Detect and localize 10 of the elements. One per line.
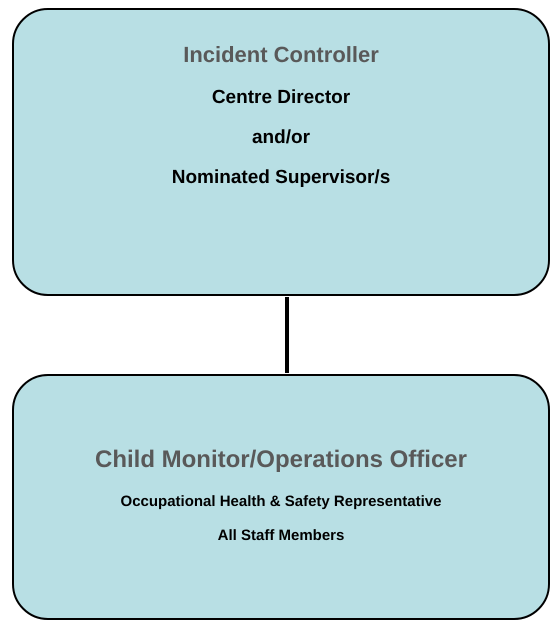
box-heading: Incident Controller xyxy=(183,41,379,69)
box-text: Occupational Health & Safety Representative xyxy=(120,492,442,512)
box-text: and/or xyxy=(252,126,310,150)
box-text: Nominated Supervisor/s xyxy=(172,166,390,190)
box-heading: Child Monitor/Operations Officer xyxy=(94,445,467,475)
box-text: Centre Director xyxy=(212,86,350,110)
rounded-box xyxy=(12,374,550,620)
connector-line xyxy=(285,297,289,373)
rounded-box xyxy=(12,8,550,296)
box-text: All Staff Members xyxy=(218,526,344,546)
